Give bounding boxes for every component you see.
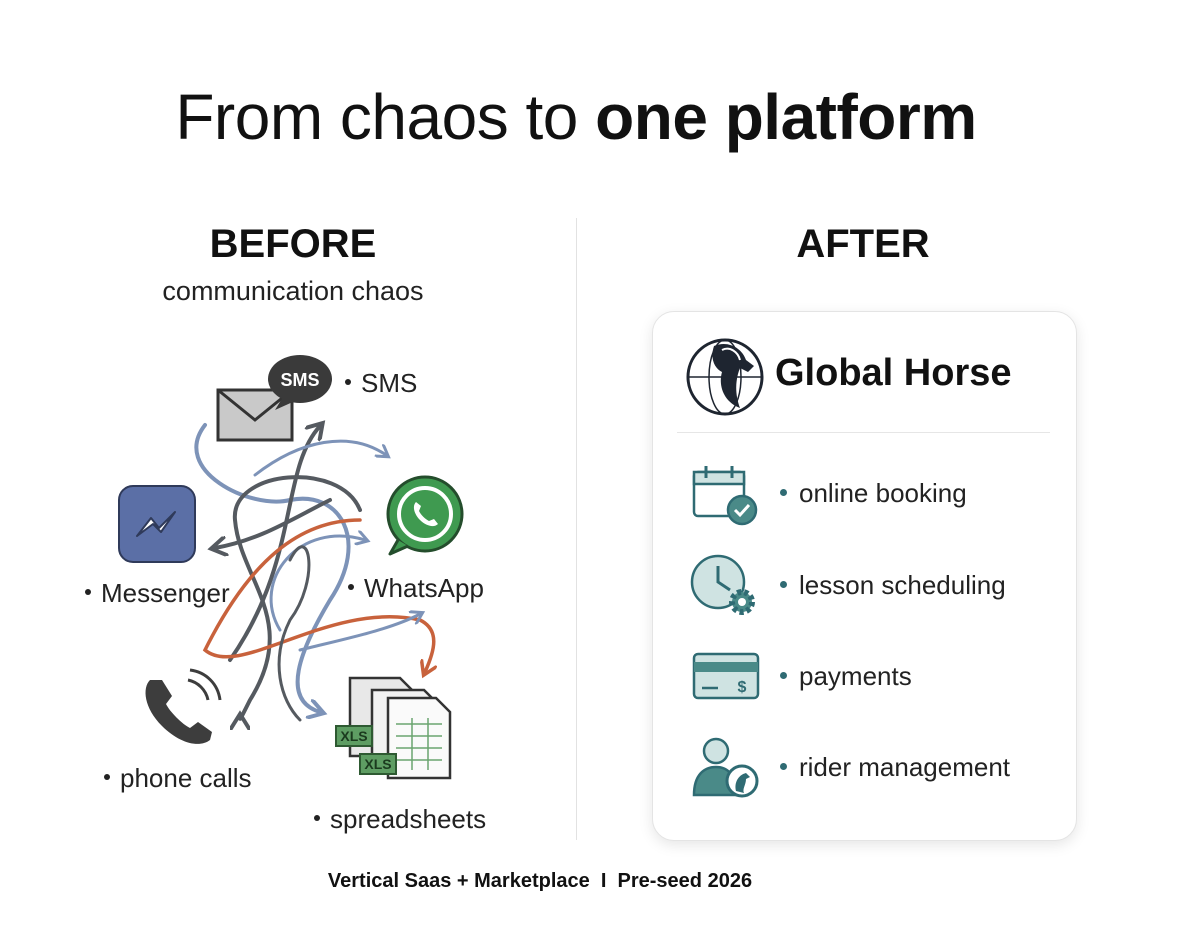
feature-online-booking: online booking xyxy=(780,478,967,509)
title-bold: one platform xyxy=(595,81,977,153)
chaos-arrow xyxy=(269,536,365,632)
channel-phone-label: phone calls xyxy=(104,763,252,794)
rider-horse-icon xyxy=(692,737,759,798)
before-subheading: communication chaos xyxy=(162,276,424,306)
calendar-check-icon xyxy=(692,466,758,526)
after-heading: AFTER xyxy=(796,222,930,266)
messenger-icon xyxy=(118,485,196,563)
chaos-arrow xyxy=(277,545,311,722)
sms-bubble-text: SMS xyxy=(280,370,319,390)
spreadsheet-icon: XLS XLS xyxy=(335,676,452,780)
channel-spreadsheets-label: spreadsheets xyxy=(314,804,486,835)
card-divider xyxy=(677,432,1050,433)
title-regular: From chaos to xyxy=(175,81,578,153)
page-title: From chaos to one platform xyxy=(0,80,1152,154)
chaos-arrow xyxy=(253,439,386,477)
feature-lesson-scheduling: lesson scheduling xyxy=(780,570,1006,601)
xls-badge-text: XLS xyxy=(340,728,367,744)
feature-rider-management: rider management xyxy=(780,752,1010,783)
column-divider xyxy=(576,218,577,840)
chaos-arrow xyxy=(235,475,362,719)
feature-payments: payments xyxy=(780,661,912,692)
phone-icon xyxy=(145,668,222,744)
sms-envelope-icon: SMS xyxy=(216,355,332,442)
chaos-arrow xyxy=(202,518,434,672)
xls-badge-text: XLS xyxy=(364,756,391,772)
before-heading: BEFORE xyxy=(209,222,377,266)
global-horse-logo-icon xyxy=(686,338,764,416)
channel-sms-label: SMS xyxy=(345,368,417,399)
chaos-arrow xyxy=(215,498,332,548)
chaos-arrow xyxy=(298,614,420,652)
footer-tagline: Vertical Saas + Marketplace I Pre-seed 2… xyxy=(327,870,753,892)
brand-name: Global Horse xyxy=(775,352,1012,394)
clock-gear-icon xyxy=(690,554,755,615)
svg-text:$: $ xyxy=(738,679,747,696)
channel-messenger-label: Messenger xyxy=(85,578,230,609)
credit-card-icon: $ xyxy=(692,652,760,700)
whatsapp-icon xyxy=(386,475,464,556)
chaos-arrows xyxy=(194,0,576,860)
channel-whatsapp-label: WhatsApp xyxy=(348,573,484,604)
